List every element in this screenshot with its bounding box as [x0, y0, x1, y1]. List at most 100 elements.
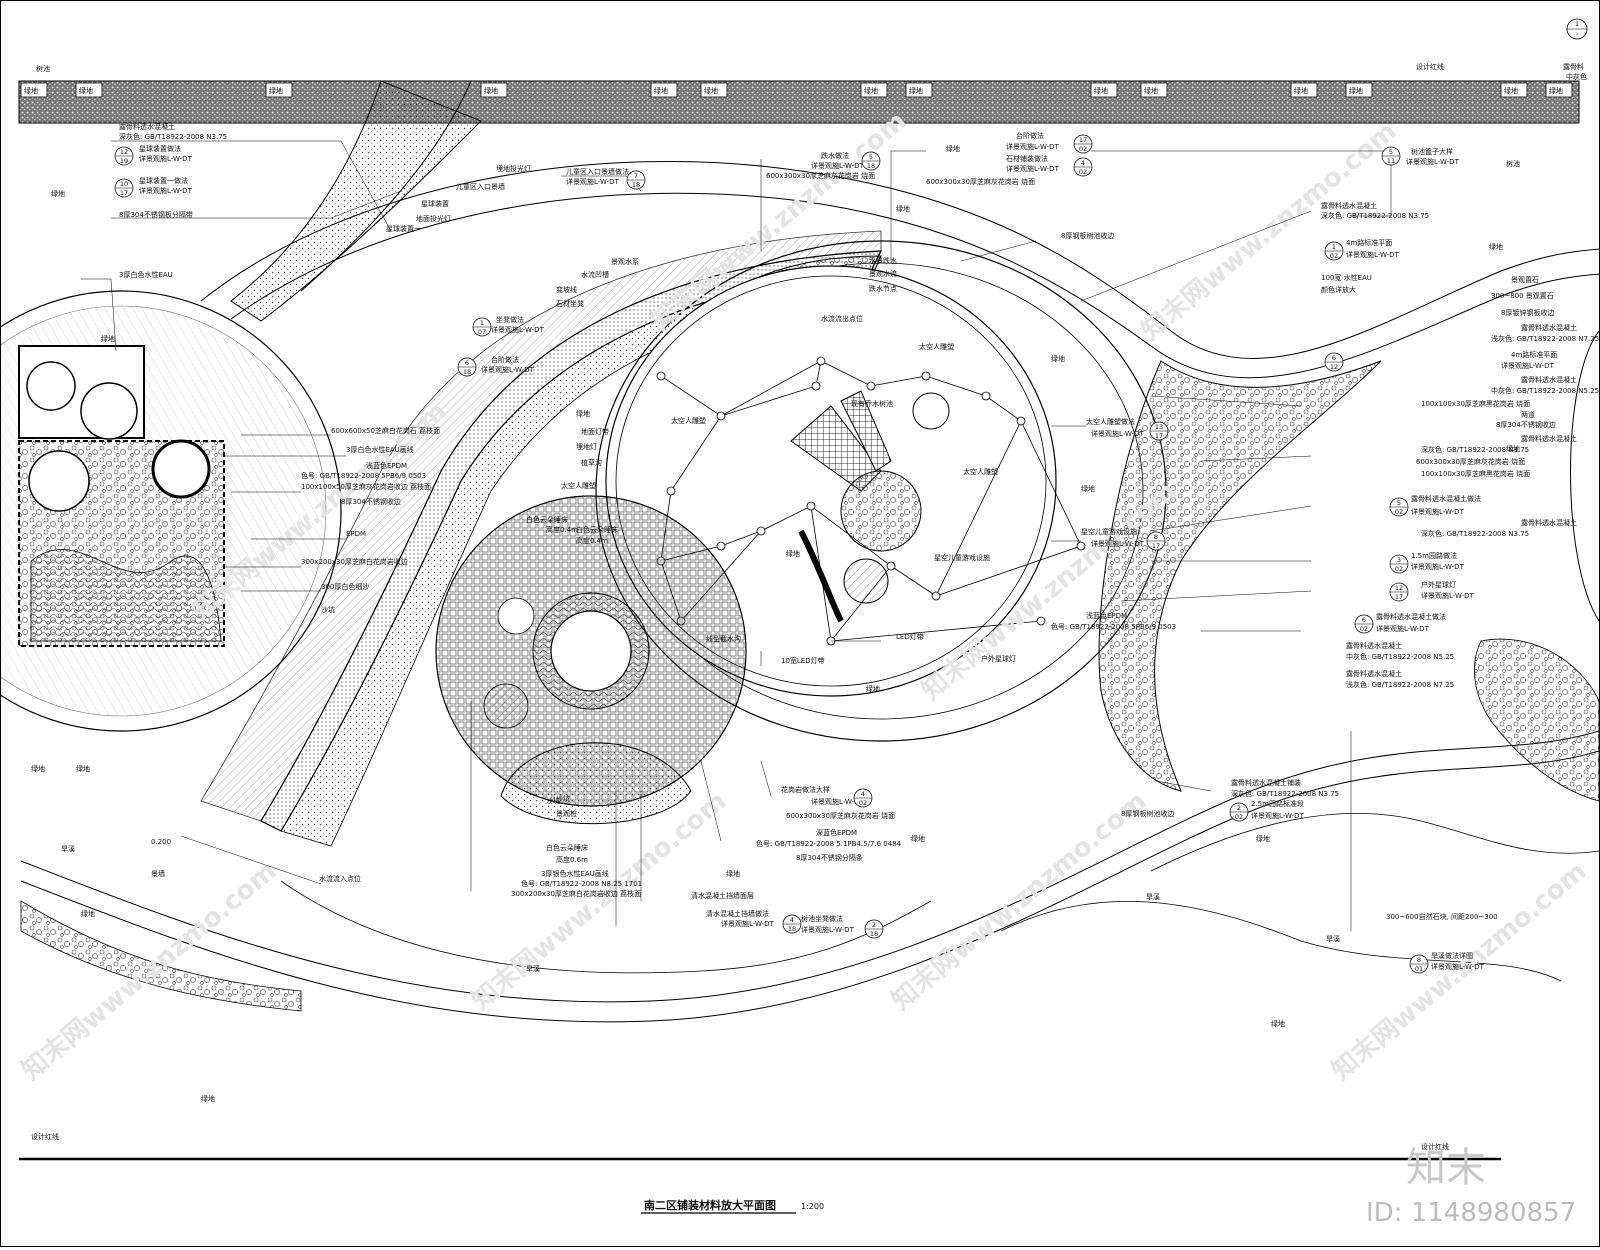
- callout-k17: 602: [1354, 614, 1374, 634]
- annotation-b5: 色号: GB/T18922-2008 5.1PB4.5/7.6 0484: [756, 839, 902, 848]
- callout-k10: 102: [1324, 241, 1344, 261]
- annotation-l10: 3厚白色水性EAU画线: [346, 445, 414, 454]
- annotation-c2: 太空人雕塑: [671, 416, 706, 425]
- leader-line: [760, 760, 772, 797]
- annotation-b1: 花岗岩做法大样: [781, 785, 830, 794]
- annotation-a19: 绿地: [201, 1094, 215, 1103]
- callout-sheet: 17: [1155, 432, 1163, 440]
- tree-pit: [1290, 82, 1318, 98]
- annotation-r4: 详景观施L-W-DT: [1346, 250, 1400, 259]
- callout-k19: 202: [1229, 802, 1249, 822]
- annotation-r27: 太空人雕塑做法: [1086, 417, 1135, 426]
- annotation-r31: 1.5m园路做法: [1411, 551, 1457, 560]
- callout-k18: 402: [853, 788, 873, 808]
- tree-pit: [1545, 82, 1573, 98]
- callout-sheet: 18: [867, 162, 875, 170]
- left-tree-circle-1: [26, 361, 76, 411]
- right-plaza-edge: [1570, 330, 1600, 622]
- annotation-r15: 中灰色: GB/T18922-2008 N5.25: [1491, 386, 1599, 395]
- callout-sheet: 18: [870, 930, 878, 938]
- annotation-r3: 4m路标准平面: [1346, 238, 1392, 247]
- leader-line: [180, 835, 322, 885]
- annotation-r42: 浅灰色: GB/T18922-2008 N7.25: [1346, 680, 1454, 689]
- callout-sheet: 18: [463, 368, 471, 376]
- tree-pit-label: 绿地: [704, 86, 718, 95]
- callout-k14: 817: [1146, 531, 1166, 551]
- tree-pit: [75, 82, 103, 98]
- annotation-c1: 太空人雕塑: [919, 342, 954, 351]
- callout-sheet: 02: [1395, 565, 1403, 573]
- annotation-b15: 树池坐凳做法: [801, 914, 843, 923]
- annotation-r10: 露骨料透水混凝土: [1521, 323, 1577, 332]
- annotation-b13: 清水混凝土挡墙做法: [706, 909, 769, 918]
- tree-pit: [860, 82, 888, 98]
- callout-sheet: 18: [788, 925, 796, 933]
- callout-number: 5: [1389, 148, 1393, 156]
- callout-number: 2: [872, 921, 876, 929]
- callout-number: 3: [1397, 556, 1401, 564]
- annotation-r25: 露骨料透水混凝土: [1521, 518, 1577, 527]
- leader-line: [81, 278, 117, 352]
- annotation-l18: 沙坑: [321, 605, 335, 614]
- leader-line: [960, 240, 1037, 262]
- callout-sheet: 02: [1079, 168, 1087, 176]
- leader-line: [890, 150, 926, 261]
- annotation-l4: 详景观施L-W-DT: [139, 154, 193, 163]
- annotation-t14: 详景观施L-W-DT: [1006, 164, 1060, 173]
- playground-inner-circle-2: [615, 275, 1047, 687]
- callout-k9: 618: [457, 357, 477, 377]
- constellation-node: [931, 591, 941, 601]
- watermark-5: 知末网www.znzmo.com: [886, 786, 1152, 1016]
- annotation-a1: 树池: [36, 64, 50, 73]
- annotation-c17: 线型截水沟: [706, 634, 741, 643]
- annotation-a14: 绿地: [1081, 484, 1095, 493]
- constellation-node: [981, 391, 991, 401]
- annotation-t25: 台阶做法: [491, 355, 519, 364]
- annotation-t10: 600x300x30厚芝麻灰花岗岩 烧面: [766, 171, 875, 180]
- leader-line: [1155, 780, 1212, 792]
- brand-logo: 知末: [1406, 1145, 1486, 1191]
- callout-sheet: 02: [1395, 508, 1403, 516]
- annotation-r49: 旱溪做法详图: [1431, 951, 1473, 960]
- annotation-r46: 详景观施L-W-DT: [1251, 811, 1305, 820]
- annotation-r47: 8厚钢板树池收边: [1121, 809, 1174, 818]
- callout-number: 17: [1079, 136, 1087, 144]
- slide: [798, 529, 844, 623]
- space-dome: [840, 470, 922, 552]
- constellation-node: [886, 561, 896, 571]
- annotation-r34: 详景观施L-W-DT: [1421, 591, 1475, 600]
- annotation-t18: 8厚钢板树池收边: [1061, 231, 1114, 240]
- cloud-bed-2: [483, 683, 529, 729]
- dry-creek-1: [280, 880, 932, 974]
- annotation-r22: 100x100x30厚芝麻黑花岗岩 烧面: [1421, 469, 1530, 478]
- annotation-a18: 绿地: [1489, 242, 1503, 251]
- annotation-r26: 深灰色: GB/T18922-2008 N3.75: [1421, 529, 1529, 538]
- annotation-l14: 8厚304不锈钢收边: [341, 497, 401, 506]
- annotation-a15: 绿地: [1256, 834, 1270, 843]
- left-hatch-strip: [20, 900, 302, 1012]
- left-tree-circle-2: [80, 382, 138, 440]
- tree-pit-label: 绿地: [1349, 86, 1363, 95]
- tree-pit-label: 绿地: [654, 86, 668, 95]
- callout-number: 5: [869, 153, 873, 161]
- tree-pit: [1345, 82, 1373, 98]
- right-pebble-wedge: [1098, 360, 1382, 792]
- callout-number: 1: [480, 319, 484, 327]
- annotation-b10: 色号: GB/T18922-2008 N8.25 1701: [521, 879, 642, 888]
- annotation-r40: 中灰色: GB/T18922-2008 N5.25: [1346, 652, 1454, 661]
- annotation-t20: 水流凹槽: [581, 270, 609, 279]
- drawing-scale: 1:200: [801, 1202, 824, 1211]
- annotation-t26: 详景观施L-W-DT: [481, 365, 535, 374]
- annotation-c4: 太空人雕塑: [963, 467, 998, 476]
- left-tree-circle-4: [151, 439, 211, 499]
- tree-pit: [1090, 82, 1118, 98]
- right-rock-patch: [1474, 638, 1600, 802]
- cloud-bed-1: [497, 597, 535, 635]
- annotation-r28: 详景观施L-W-DT: [1091, 429, 1145, 438]
- leader-line: [1120, 590, 1312, 602]
- annotation-l1: 露骨料透水混凝土: [119, 122, 175, 131]
- callout-sheet: 02: [859, 799, 867, 807]
- annotation-t3: 星球装置: [421, 199, 449, 208]
